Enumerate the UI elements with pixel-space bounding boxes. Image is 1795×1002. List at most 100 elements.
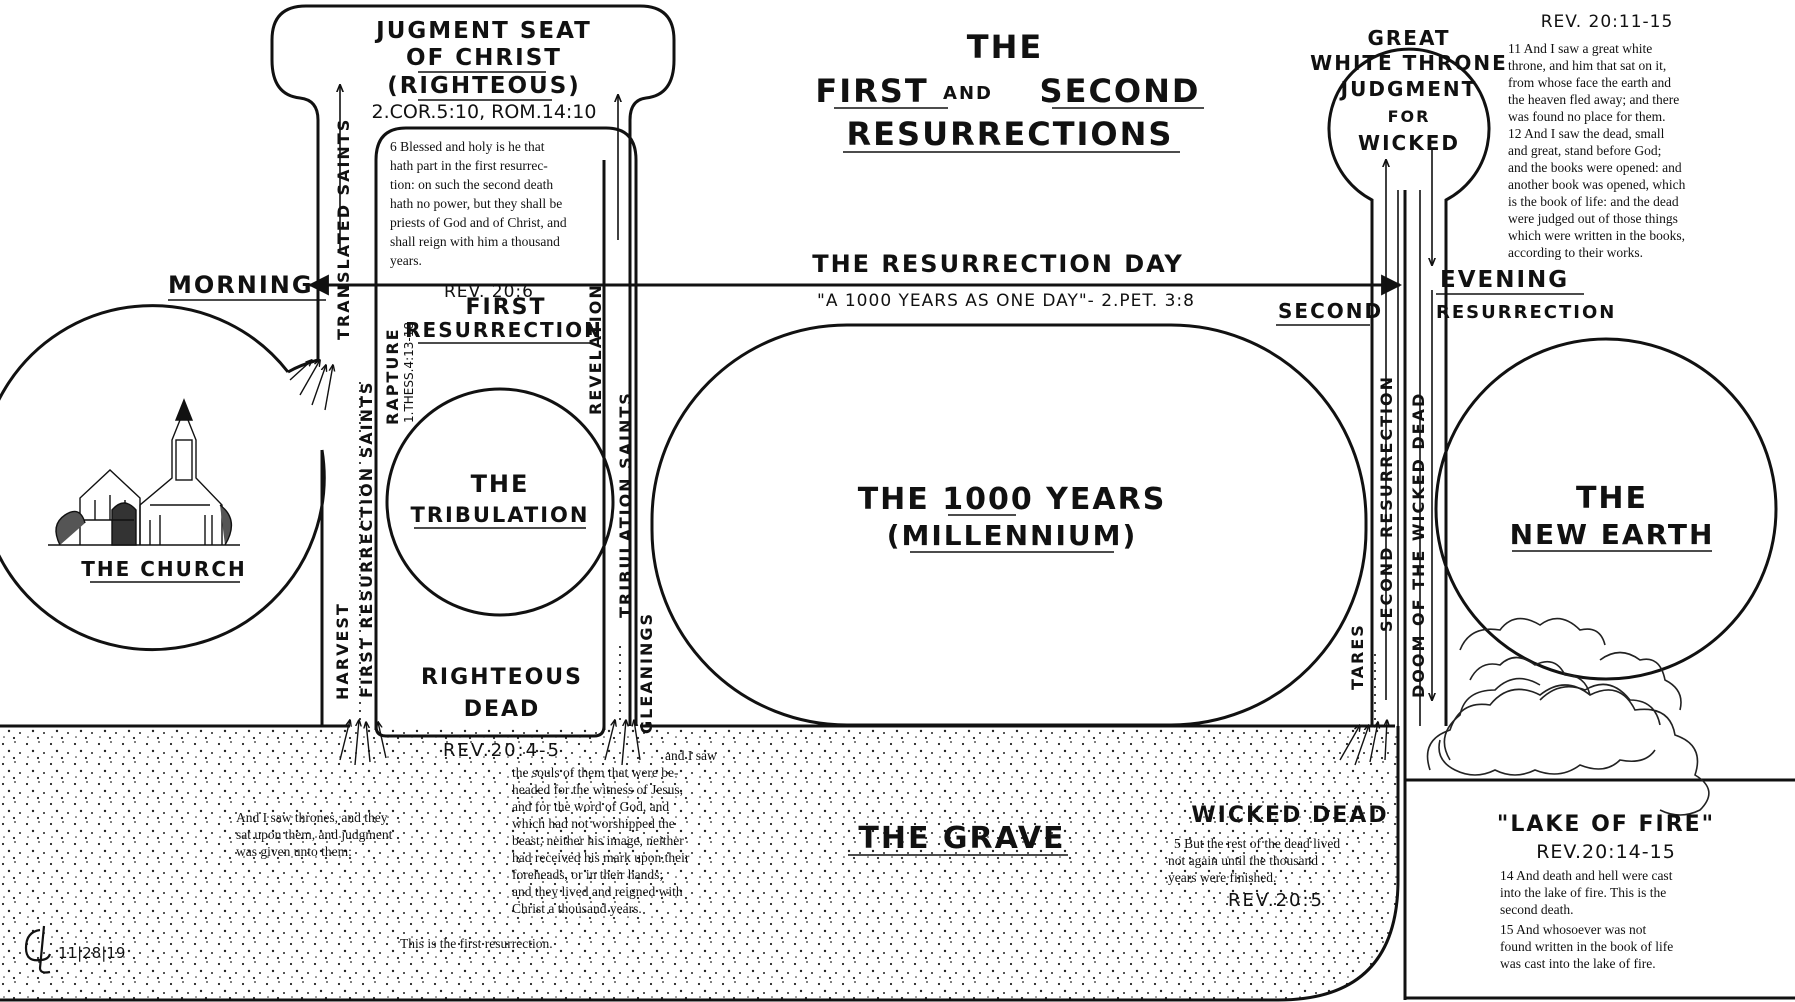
wicked-dead-label: WICKED DEAD: [1191, 803, 1388, 828]
new-earth-label: THE: [1576, 481, 1648, 516]
white-throne-heading: GREAT WHITE THRONE JUDGMENT FOR WICKED: [1310, 26, 1508, 155]
rev-20-5-label: REV.20:5: [1228, 890, 1324, 911]
tribulation-label-2: TRIBULATION: [411, 503, 590, 527]
svg-text:headed for the witness of Jesu: headed for the witness of Jesus,: [512, 782, 683, 797]
page-title: THE FIRST AND SECOND RESURRECTIONS: [815, 28, 1204, 153]
church-building-illustration: [48, 398, 240, 546]
svg-text:found written in the book of l: found written in the book of life: [1500, 939, 1673, 954]
svg-text:and great, stand before God;: and great, stand before God;: [1508, 143, 1661, 158]
evening-resurrection-label: RESURRECTION: [1436, 302, 1616, 323]
tribulation-label: THE: [471, 470, 530, 498]
thess-ref-label: 1.THESS.4:13-18: [402, 322, 416, 423]
svg-text:14 And death and hell were cas: 14 And death and hell were cast: [1500, 868, 1673, 883]
svg-text:12 And I saw the dead, small: 12 And I saw the dead, small: [1508, 126, 1665, 141]
judgment-seat-shape: [270, 4, 676, 726]
svg-text:RESURRECTIONS: RESURRECTIONS: [847, 115, 1174, 153]
svg-text:(RIGHTEOUS): (RIGHTEOUS): [387, 73, 581, 99]
svg-text:the souls of them that were be: the souls of them that were be-: [512, 765, 679, 780]
svg-text:according to their works.: according to their works.: [1508, 245, 1643, 260]
svg-text:another book was opened, which: another book was opened, which: [1508, 177, 1686, 192]
one-day-label: "A 1000 YEARS AS ONE DAY"- 2.PET. 3:8: [817, 291, 1195, 311]
first-resurrection-label-2: RESURRECTION: [405, 318, 603, 342]
svg-text:OF CHRIST: OF CHRIST: [406, 45, 562, 71]
svg-text:tion: on such the second death: tion: on such the second death: [390, 177, 553, 192]
svg-text:AND: AND: [943, 83, 993, 104]
svg-text:the heaven fled away; and ther: the heaven fled away; and there: [1508, 92, 1679, 107]
svg-text:into the lake of fire. This i: into the lake of fire. This is the: [1500, 885, 1666, 900]
svg-text:THE: THE: [967, 28, 1043, 66]
svg-text:second death.: second death.: [1500, 902, 1573, 917]
svg-text:from whose face the earth and: from whose face the earth and: [1508, 75, 1671, 90]
svg-text:was cast into the lake of fire: was cast into the lake of fire.: [1500, 956, 1656, 971]
righteous-dead-label-2: DEAD: [464, 697, 541, 722]
church-circle: [0, 304, 326, 652]
first-resurrection-label: FIRST: [465, 295, 546, 320]
lake-of-fire-label: "LAKE OF FIRE": [1497, 812, 1715, 837]
revelation-label: REVELATION: [586, 283, 605, 415]
svg-text:sat upon them, and judgment: sat upon them, and judgment: [236, 827, 393, 842]
thrones-passage: And I saw thrones, and they sat upon the…: [236, 810, 393, 859]
svg-text:hath part in the first resurre: hath part in the first resurrec-: [390, 158, 548, 173]
svg-text:were judged out of those thing: were judged out of those things: [1508, 211, 1678, 226]
evening-label: EVENING: [1440, 267, 1569, 293]
svg-text:JUDGMENT: JUDGMENT: [1339, 77, 1478, 101]
millennium-label: THE 1000 YEARS: [858, 482, 1167, 517]
signature-date: 11|28|19: [58, 944, 125, 962]
svg-text:11 And I saw a great white: 11 And I saw a great white: [1508, 41, 1652, 56]
lake-of-fire-smoke: [1426, 617, 1710, 816]
svg-text:beast, neither his image, neit: beast, neither his image, neither: [512, 833, 684, 848]
tribulation-saints-label: TRIBULATION SAINTS: [616, 391, 635, 618]
svg-text:5 But the rest of the dead liv: 5 But the rest of the dead lived: [1174, 836, 1340, 851]
svg-text:FIRST: FIRST: [815, 72, 928, 110]
tribulation-circle: [385, 387, 615, 617]
new-earth-circle: [1434, 337, 1778, 681]
svg-text:years.: years.: [390, 253, 422, 268]
svg-text:Christ a thousand years.: Christ a thousand years.: [512, 901, 642, 916]
grave-label: THE GRAVE: [858, 821, 1065, 856]
svg-text:had received his mark upon the: had received his mark upon their: [512, 850, 690, 865]
rev-20-4-label: REV.20:4-5: [443, 740, 561, 761]
signature-monogram: [24, 925, 52, 974]
svg-text:throne, and him that sat on it: throne, and him that sat on it,: [1508, 58, 1666, 73]
second-resurrection-label: SECOND RESURRECTION: [1377, 375, 1396, 632]
white-throne-shape: [1327, 47, 1491, 726]
lake-of-fire-ref: REV.20:14-15: [1536, 841, 1676, 863]
svg-text:priests of God and of Christ,: priests of God and of Christ, and: [390, 215, 567, 230]
svg-text:which were written in the book: which were written in the books,: [1508, 228, 1685, 243]
rapture-label: RAPTURE: [383, 327, 402, 425]
svg-text:WICKED: WICKED: [1358, 131, 1460, 155]
judgment-seat-heading: JUGMENT SEAT OF CHRIST (RIGHTEOUS) 2.COR…: [371, 18, 596, 123]
svg-text:and for the word of God, and: and for the word of God, and: [512, 799, 669, 814]
svg-text:which had not worshipped the: which had not worshipped the: [512, 816, 675, 831]
svg-text:15 And whosoever was not: 15 And whosoever was not: [1500, 922, 1646, 937]
svg-text:And I saw thrones, and they: And I saw thrones, and they: [236, 810, 388, 825]
svg-text:6 Blessed and holy is he that: 6 Blessed and holy is he that: [390, 139, 545, 154]
new-earth-label-2: NEW EARTH: [1510, 518, 1715, 551]
first-resurrection-saints-label: FIRST RESURRECTION SAINTS: [357, 381, 376, 698]
second-label: SECOND: [1278, 299, 1383, 323]
church-label: THE CHURCH: [81, 557, 246, 581]
svg-text:is the book of life: and the d: is the book of life: and the dead: [1508, 194, 1679, 209]
millennium-shape: [650, 323, 1368, 727]
first-resurrection-passage: This is the first resurrection.: [400, 936, 553, 951]
svg-text:SECOND: SECOND: [1040, 72, 1201, 110]
gleanings-label: GLEANINGS: [637, 612, 656, 734]
rest-of-dead-passage: 5 But the rest of the dead lived not aga…: [1168, 836, 1340, 885]
svg-text:was found no place for them.: was found no place for them.: [1508, 109, 1665, 124]
svg-text:hath no power, but they shall: hath no power, but they shall be: [390, 196, 562, 211]
harvest-label: HARVEST: [333, 602, 352, 700]
svg-text:was given unto them:: was given unto them:: [236, 844, 352, 859]
rev-20-11-passage: REV. 20:11-15 11 And I saw a great white…: [1508, 12, 1686, 260]
svg-text:FOR: FOR: [1388, 107, 1431, 126]
svg-text:years were finished.: years were finished.: [1168, 870, 1276, 885]
grave-area: [0, 726, 1398, 1000]
tares-label: TARES: [1348, 623, 1367, 690]
svg-text:shall reign with him a thousan: shall reign with him a thousand: [390, 234, 560, 249]
righteous-dead-label: RIGHTEOUS: [421, 665, 583, 690]
svg-text:JUGMENT SEAT: JUGMENT SEAT: [374, 18, 592, 44]
svg-text:WHITE THRONE: WHITE THRONE: [1310, 51, 1508, 75]
souls-passage: and I saw the souls of them that were be…: [512, 748, 717, 916]
morning-label: MORNING: [168, 271, 314, 299]
rev-20-14-passage: 14 And death and hell were cast into the…: [1500, 868, 1673, 971]
